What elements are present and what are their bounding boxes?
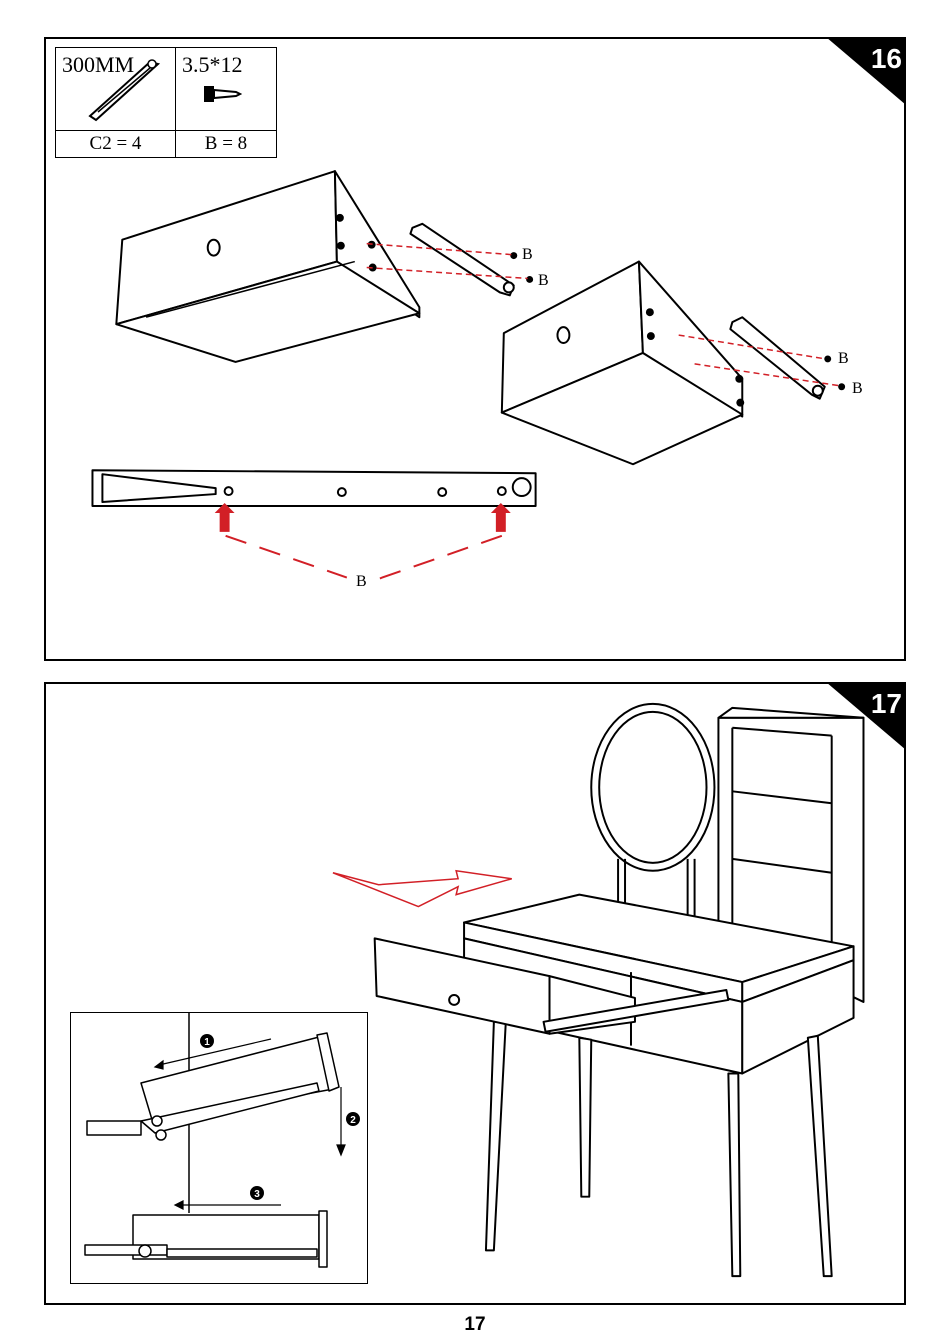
parts-table: 300MM 3.5*12 C2 = 4 B = 8 (55, 47, 277, 158)
screw-icon (202, 82, 242, 106)
screw-label: B (838, 350, 849, 368)
push-arrow (333, 871, 512, 907)
inset-step-1: 1 (204, 1037, 210, 1048)
step-badge-16: 16 (826, 37, 906, 105)
screw-label: B (522, 246, 533, 264)
page-number: 17 (0, 1314, 950, 1336)
slide-detail-inset: 1 2 3 (70, 1012, 368, 1284)
step-17-panel: 17 (44, 682, 906, 1305)
part-cell-slide: 300MM (56, 48, 176, 131)
inset-step-2: 2 (350, 1115, 356, 1126)
step-number: 17 (871, 688, 902, 720)
part-size-label: 3.5*12 (182, 52, 243, 78)
inset-step-3: 3 (254, 1189, 260, 1200)
step-number: 16 (871, 43, 902, 75)
part-cell-screw: 3.5*12 (176, 48, 277, 131)
screw-label: B (852, 380, 863, 398)
slide-detail-illustration: 1 2 3 (71, 1013, 367, 1283)
step-16-panel: 16 300MM 3.5*12 C2 = 4 B = 8 (44, 37, 906, 661)
step-badge-17: 17 (826, 682, 906, 750)
part-quantity: C2 = 4 (56, 131, 176, 158)
drawer-slide-icon (84, 54, 164, 126)
callout-label: B (356, 573, 367, 591)
part-quantity: B = 8 (176, 131, 277, 158)
screw-label: B (538, 272, 549, 290)
